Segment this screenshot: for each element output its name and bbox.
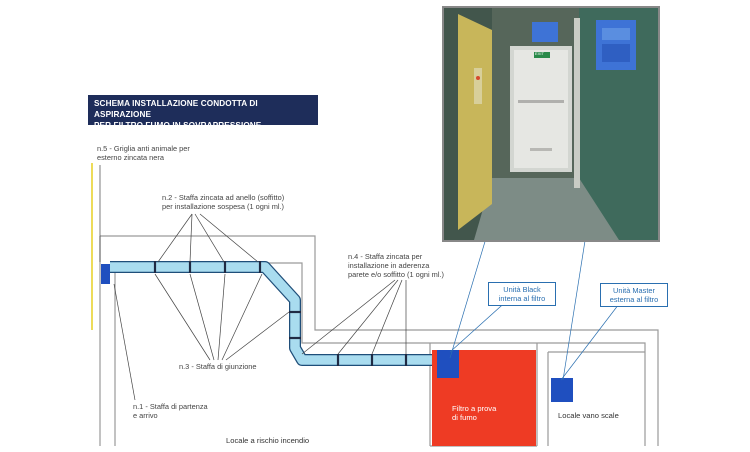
note-staffa-aderenza-line-1: n.4 - Staffa zincata per xyxy=(348,252,423,261)
note-staffa-anello-line-2: per installazione sospesa (1 ogni ml.) xyxy=(162,202,285,211)
area-filtro-label: Filtro a prova di fumo xyxy=(452,404,496,422)
door-sign-label: EXIT xyxy=(535,51,544,56)
note-partenza-line-1: n.1 - Staffa di partenza xyxy=(133,402,208,411)
note-staffa-aderenza-line-2: installazione in aderenza xyxy=(348,261,430,270)
corridor-photo-drawing xyxy=(444,8,658,240)
black-unit-in-photo xyxy=(532,22,558,42)
title-line-2: PER FILTRO FUMO IN SOVRAPRESSIONE xyxy=(94,121,262,130)
corridor-photo: EXIT xyxy=(442,6,660,242)
anti-animal-grille xyxy=(101,264,110,284)
area-rischio-label: Locale a rischio incendio xyxy=(226,436,310,445)
master-unit-box xyxy=(551,378,573,402)
extraction-duct xyxy=(101,261,435,366)
unit-black-line-1: Unità Black xyxy=(503,285,541,294)
note-griglia: n.5 - Griglia anti animale per esterno z… xyxy=(97,144,190,162)
callout-unit-black: Unità Black interna al filtro xyxy=(488,282,556,306)
note-griglia-line-1: n.5 - Griglia anti animale per xyxy=(97,144,190,153)
title-line-1: SCHEMA INSTALLAZIONE CONDOTTA DI ASPIRAZ… xyxy=(94,99,258,119)
note-staffa-aderenza-line-3: parete e/o soffitto (1 ogni ml.) xyxy=(348,270,444,279)
area-filtro-line-2: di fumo xyxy=(452,413,477,422)
black-unit-box xyxy=(437,350,459,378)
note-giunzione: n.3 - Staffa di giunzione xyxy=(179,362,257,371)
unit-master-line-1: Unità Master xyxy=(613,286,655,295)
callout-unit-master: Unità Master esterna al filtro xyxy=(600,283,668,307)
area-filtro-line-1: Filtro a prova xyxy=(452,404,497,413)
note-staffa-aderenza: n.4 - Staffa zincata per installazione i… xyxy=(348,252,444,279)
note-griglia-line-2: esterno zincata nera xyxy=(97,153,164,162)
diagram-title: SCHEMA INSTALLAZIONE CONDOTTA DI ASPIRAZ… xyxy=(88,95,318,130)
note-partenza-line-2: e arrivo xyxy=(133,411,158,420)
area-vano-scale-label: Locale vano scale xyxy=(558,411,619,420)
note-staffa-anello: n.2 - Staffa zincata ad anello (soffitto… xyxy=(162,193,284,211)
unit-master-line-2: esterna al filtro xyxy=(609,295,659,304)
unit-black-line-2: interna al filtro xyxy=(498,294,546,303)
note-staffa-anello-line-1: n.2 - Staffa zincata ad anello (soffitto… xyxy=(162,193,285,202)
note-partenza: n.1 - Staffa di partenza e arrivo xyxy=(133,402,208,420)
